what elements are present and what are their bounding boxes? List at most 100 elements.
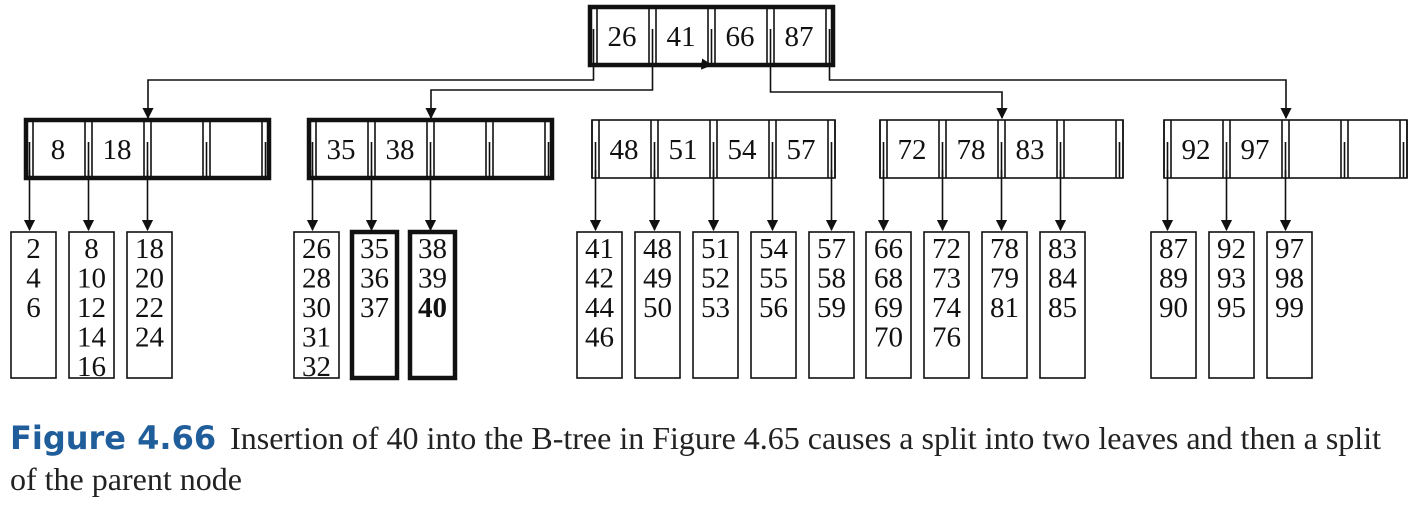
caption-label: Figure 4.66 [10,419,217,457]
leaf-value: 76 [932,322,961,354]
leaf-value: 68 [874,263,903,295]
leaf-value: 69 [874,292,903,324]
internal-node-4: 72 78 83 [879,119,1124,179]
leaf-value: 2 [26,233,41,265]
root-node-key: 26 [608,21,637,53]
leaf-value: 90 [1159,292,1188,324]
internal-node-4-key: 83 [1016,134,1045,166]
leaf-value: 39 [418,263,447,295]
leaf-value: 92 [1217,233,1246,265]
caption-text: Insertion of 40 into the B-tree in Figur… [10,420,1381,497]
internal-node-5-key: 92 [1182,134,1211,166]
leaf-value: 50 [643,292,672,324]
leaf-value: 81 [990,292,1019,324]
internal-node-3-key: 54 [728,134,758,166]
leaf-value: 49 [643,263,672,295]
leaf-value: 58 [817,263,846,295]
internal-node-1-key: 18 [103,134,132,166]
internal-node-3-key: 51 [669,134,698,166]
root-edge [828,65,1292,120]
leaf-value: 18 [135,233,164,265]
leaf-value: 36 [360,263,389,295]
leaf-value: 53 [701,292,730,324]
internal-node-5-key: 97 [1241,134,1270,166]
leaf-value: 35 [360,233,389,265]
leaf-frame [349,229,400,381]
leaf-value: 20 [135,263,164,295]
leaf-value: 59 [817,292,846,324]
leaf-value: 73 [932,263,961,295]
root-edge [425,65,654,120]
leaf-value: 44 [585,292,615,324]
leaf-level: 2468101214161820222426283031323536373839… [10,229,1313,383]
leaf-value: 22 [135,292,164,324]
internal-node-4-key: 78 [957,134,986,166]
leaf-frame [576,231,623,379]
leaf-value: 10 [77,263,106,295]
leaf-value: 41 [585,233,614,265]
leaf-value: 14 [77,322,107,354]
leaf-value: 83 [1048,233,1077,265]
leaf-frame [407,229,458,381]
internal-node-5: 92 97 [1163,119,1408,179]
leaf-value: 32 [302,351,331,383]
leaf-value: 16 [77,351,106,383]
leaf-frame [1266,231,1313,379]
leaf-value: 74 [932,292,962,324]
leaf-frame [126,231,173,379]
leaf-value: 87 [1159,233,1188,265]
leaf-frame [1208,231,1255,379]
leaf-value: 48 [643,233,672,265]
internal-node-4-key: 72 [898,134,927,166]
leaf-value: 37 [360,292,389,324]
root-edge [142,65,595,120]
leaf-value: 57 [817,233,846,265]
leaf-frame [808,231,855,379]
leaf-frame [981,231,1028,379]
leaf-value: 55 [759,263,788,295]
leaf-value: 31 [302,322,331,354]
leaf-frame [750,231,797,379]
leaf-value: 52 [701,263,730,295]
leaf-value: 85 [1048,292,1077,324]
leaf-frame [634,231,681,379]
leaf-frame [1150,231,1197,379]
leaf-value: 28 [302,263,331,295]
leaf-value: 89 [1159,263,1188,295]
leaf-value: 8 [84,233,99,265]
leaf-frame [1039,231,1086,379]
leaf-value: 97 [1275,233,1304,265]
root-edge [769,65,1008,120]
leaf-value: 38 [418,233,447,265]
leaf-frame [865,231,912,379]
root-node-key: 87 [785,21,814,53]
leaf-value: 51 [701,233,730,265]
leaf-value: 26 [302,233,331,265]
leaf-value: 24 [135,322,165,354]
leaf-value: 56 [759,292,788,324]
leaf-value: 4 [26,263,41,295]
leaf-value: 66 [874,233,903,265]
leaf-value: 42 [585,263,614,295]
leaf-value: 40 [418,292,447,324]
